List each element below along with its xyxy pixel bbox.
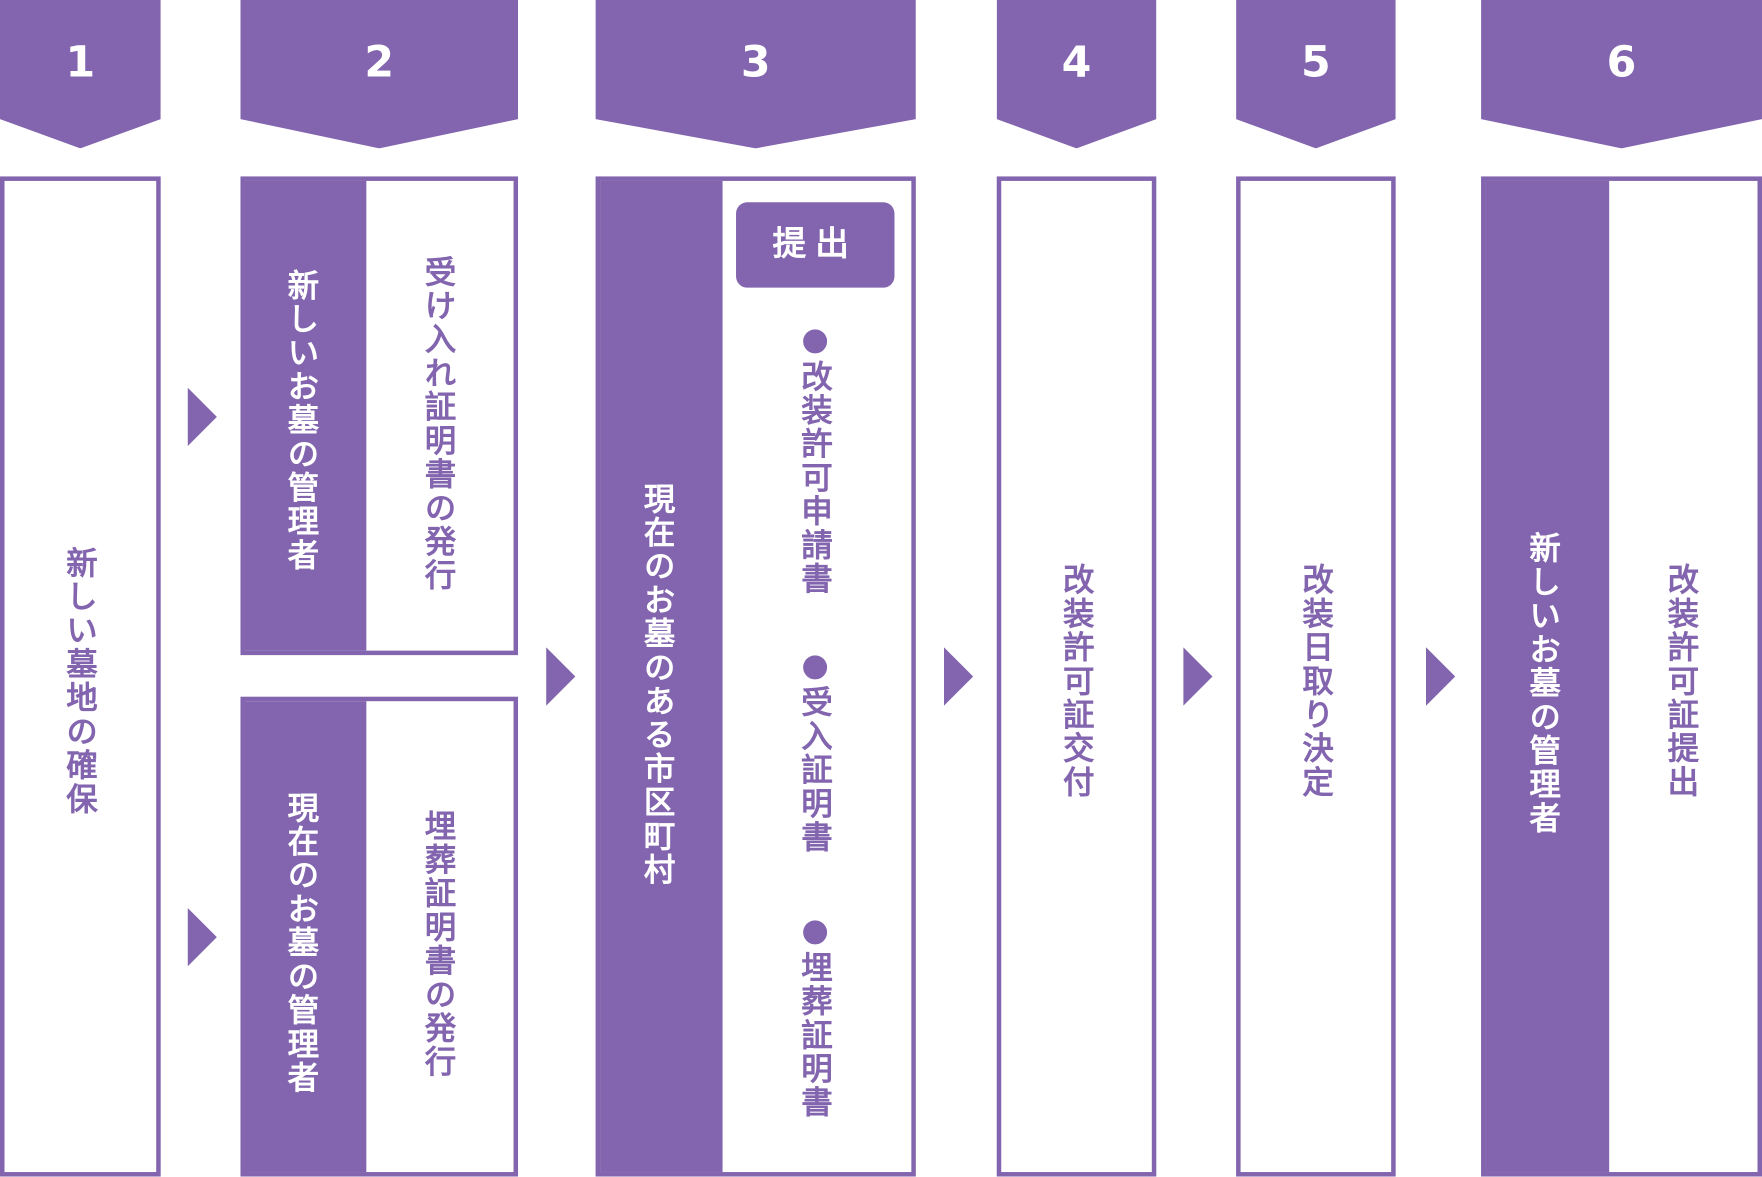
step-3-number: 3 (740, 37, 771, 87)
step-6-header (1481, 0, 1762, 149)
step-1-box: 新しい墓地の確保 (0, 176, 161, 1177)
step-4-header (996, 0, 1157, 149)
step-4-number: 4 (1061, 37, 1092, 87)
step-2-bottom-action: 埋葬証明書の発行 (420, 809, 458, 1079)
step-2-top-actor: 新しいお墓の管理者 (283, 268, 321, 572)
step-6-actor: 新しいお墓の管理者 (1524, 531, 1562, 835)
step-3-actor: 現在のお墓のある市区町村 (639, 482, 677, 887)
step-6-box: 新しいお墓の管理者 改装許可証提出 (1481, 176, 1762, 1177)
flow-arrow-1-2-top (187, 387, 217, 447)
flow-arrow-2-3 (546, 647, 576, 706)
step-1-header (0, 0, 161, 149)
step-2-top-box: 新しいお墓の管理者 受け入れ証明書の発行 (240, 176, 519, 656)
step-2-bottom-actor: 現在のお墓の管理者 (283, 791, 321, 1095)
step-2-top-band (244, 180, 367, 651)
step-2-bottom-band (244, 701, 367, 1173)
doc-item-3: ●埋葬証明書 (796, 911, 834, 1120)
flow-arrow-4-5 (1183, 647, 1213, 706)
flow-arrow-5-6 (1426, 647, 1456, 706)
step-2-number: 2 (364, 37, 395, 87)
step-1-number: 1 (65, 37, 96, 87)
step-6-band (1485, 180, 1610, 1173)
step-4-label: 改装許可証交付 (1058, 562, 1096, 799)
flow-arrow-3-4 (943, 647, 974, 706)
submit-badge: 提出 (736, 202, 895, 288)
step-2-header (240, 0, 519, 149)
step-5-label: 改装日取り決定 (1297, 562, 1335, 799)
step-2-top-action: 受け入れ証明書の発行 (420, 255, 458, 593)
step-6-action: 改装許可証提出 (1663, 562, 1701, 799)
step-5-header (1236, 0, 1396, 149)
step-4-box: 改装許可証交付 (996, 176, 1157, 1177)
doc-item-2: ●受入証明書 (796, 646, 834, 855)
step-5-box: 改装日取り決定 (1236, 176, 1396, 1177)
flow-arrow-1-2-bottom (187, 907, 217, 967)
step-5-number: 5 (1301, 37, 1331, 87)
step-1-label: 新しい墓地の確保 (61, 546, 99, 816)
step-6-number: 6 (1606, 37, 1637, 87)
step-3-band (600, 180, 723, 1173)
step-3-box: 現在のお墓のある市区町村 提出 ●改装許可申請書 ●受入証明書 ●埋葬証明書 (595, 176, 916, 1177)
doc-item-1: ●改装許可申請書 (796, 320, 834, 596)
step-2-bottom-box: 現在のお墓の管理者 埋葬証明書の発行 (240, 696, 519, 1177)
step-3-header (595, 0, 916, 149)
